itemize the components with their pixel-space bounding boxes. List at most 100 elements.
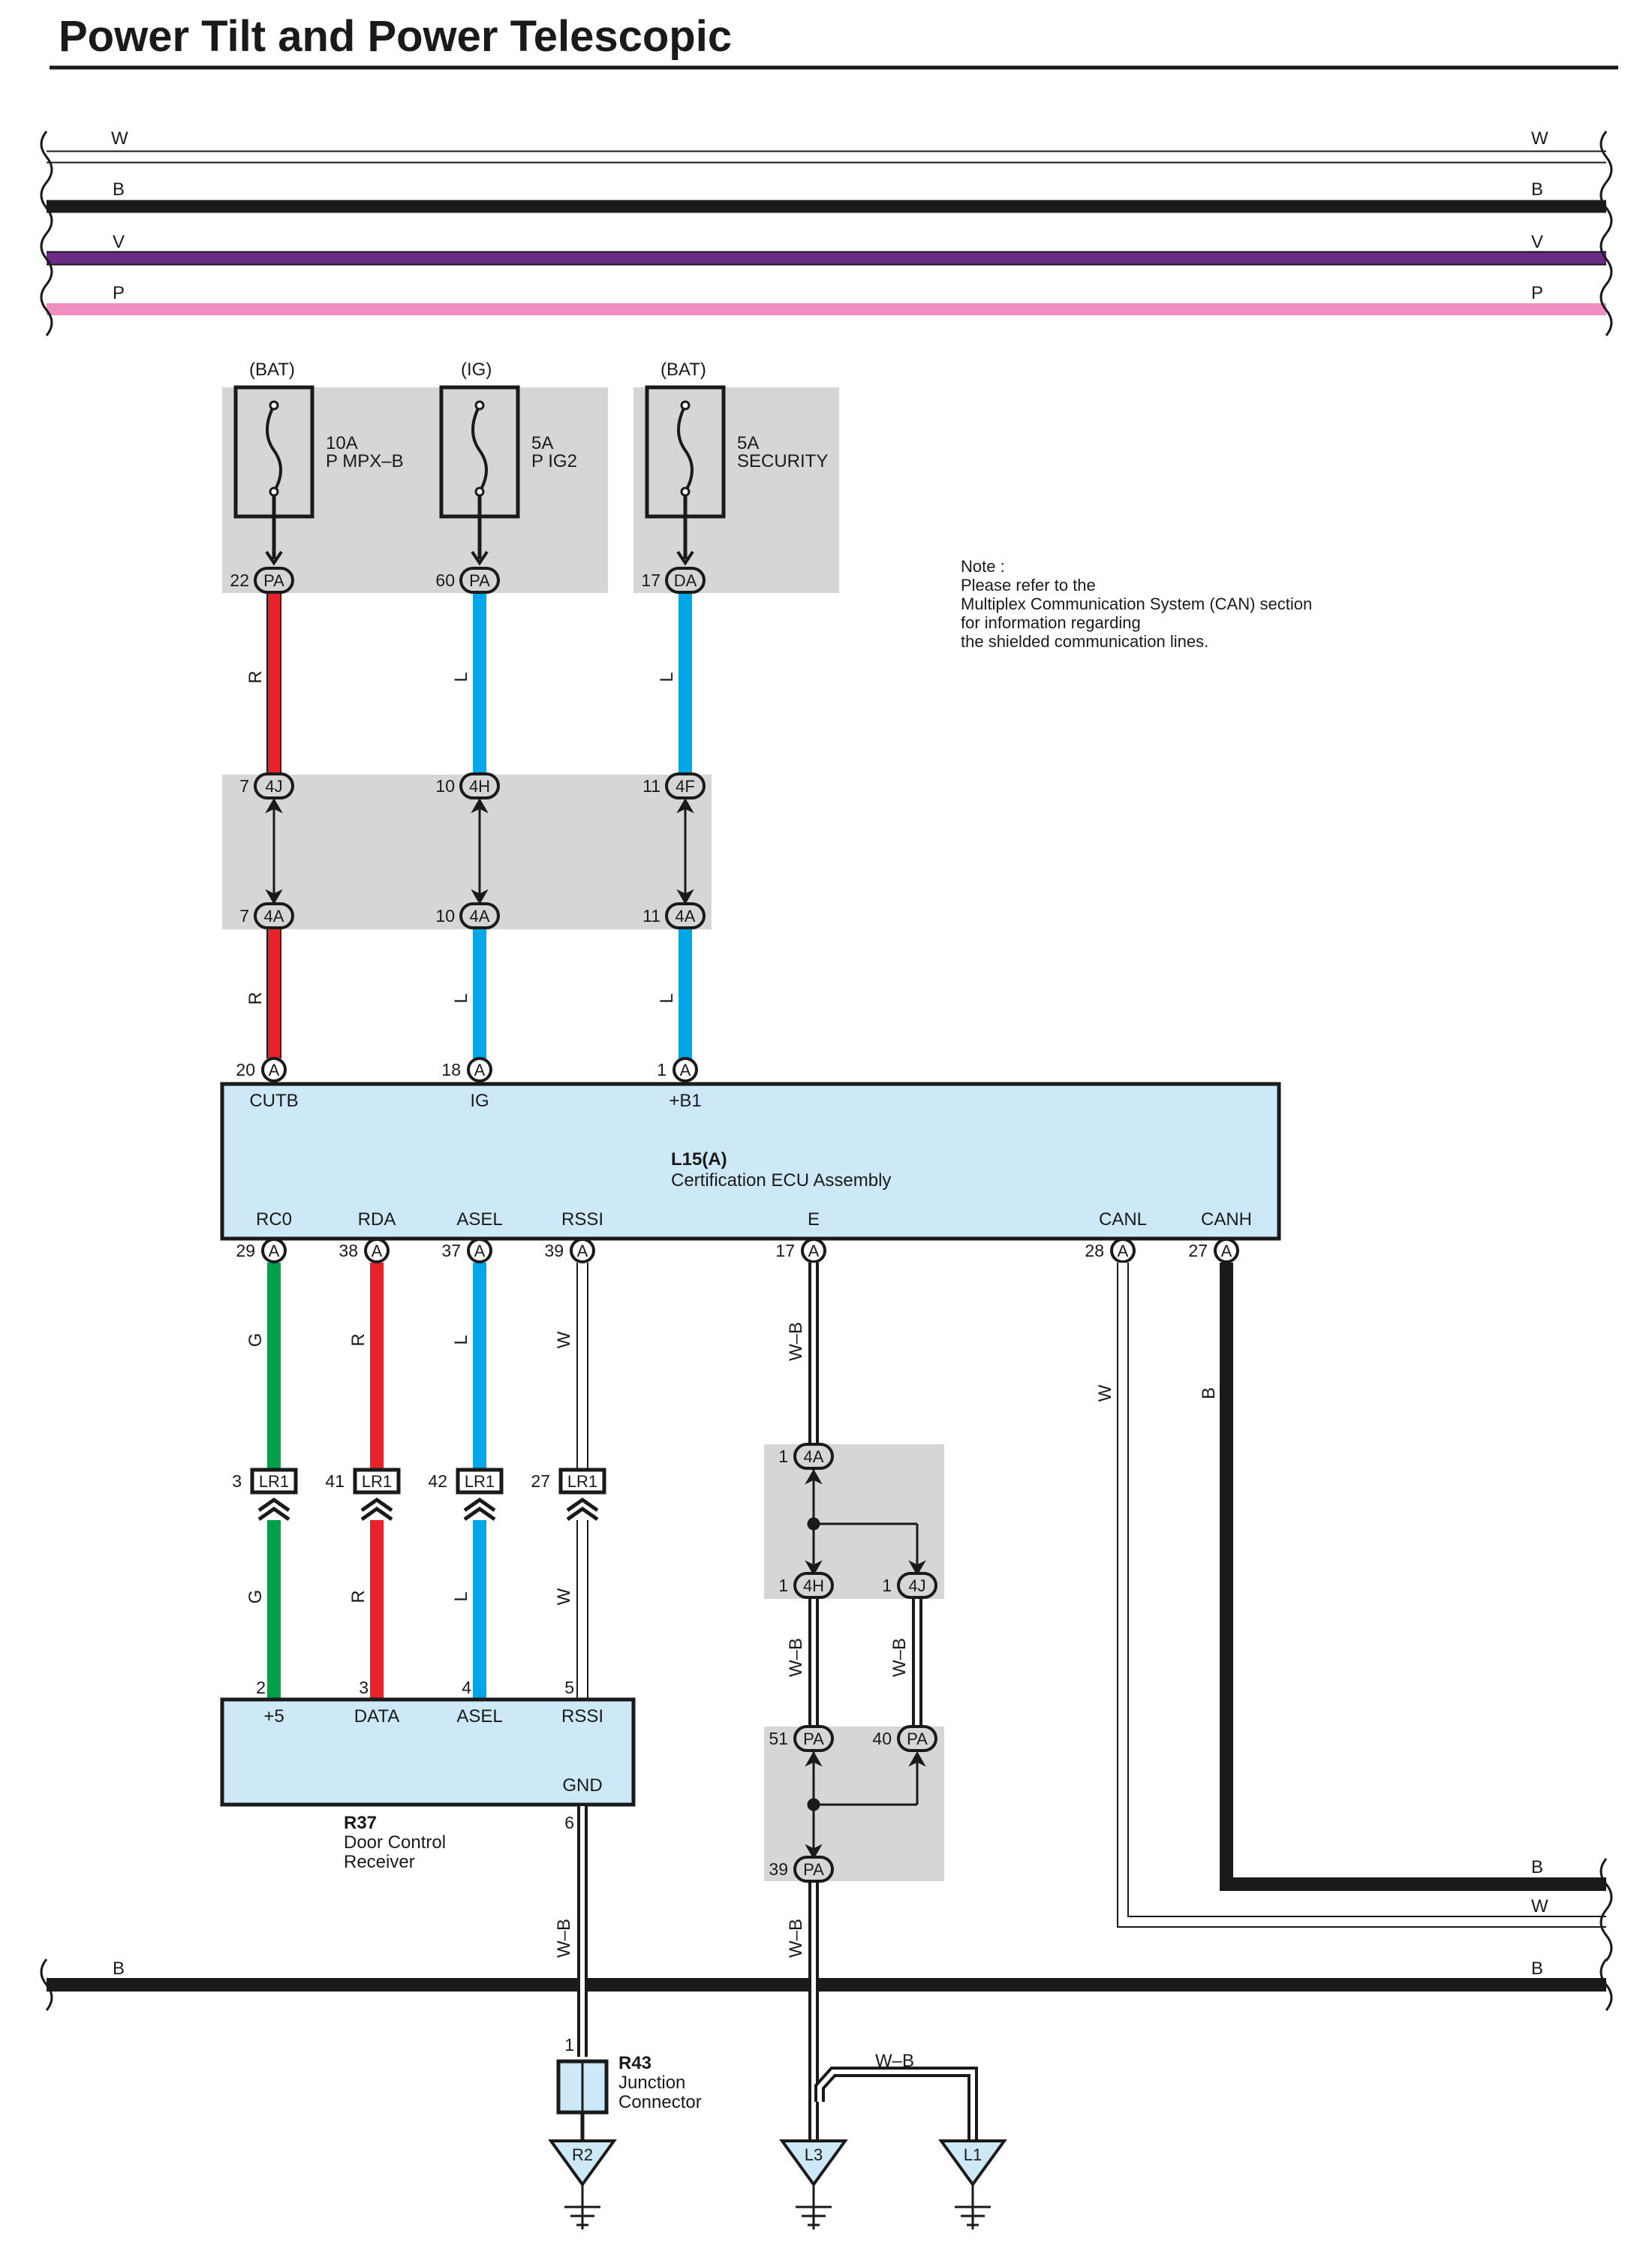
bus-w-label-right: W: [1531, 128, 1548, 149]
lr1-connectors: LR1 LR1 LR1 LR1 3 41 42 27: [232, 1468, 606, 1522]
pin-number: 29: [236, 1241, 255, 1260]
ecu-name: Certification ECU Assembly: [671, 1170, 891, 1191]
ecu-terminal-label: CANL: [1099, 1209, 1147, 1230]
wire-label: L: [657, 993, 677, 1003]
ecu-terminal-label: ASEL: [456, 1209, 502, 1230]
bus-w: W W: [47, 128, 1606, 164]
ecu-box: [220, 1082, 1281, 1241]
connector-code: A: [680, 1061, 691, 1079]
note-line: for information regarding: [961, 613, 1141, 632]
junction-connector-r43: 1 R43 Junction Connector: [556, 2035, 702, 2139]
pin-number: 4: [462, 1678, 471, 1697]
connector-code: A: [1118, 1242, 1129, 1260]
wire-label: W: [1095, 1384, 1115, 1401]
connector-code: 4H: [803, 1576, 824, 1595]
pin-number: 1: [657, 1060, 667, 1079]
pin-number: 37: [441, 1241, 461, 1260]
connector-code: A: [269, 1061, 280, 1079]
connector-code: 4A: [470, 907, 490, 926]
pin-number: 7: [239, 776, 249, 796]
pin-number: 5: [564, 1678, 574, 1697]
ecu-terminal-label: CUTB: [249, 1091, 298, 1111]
wire-label: W–B: [889, 1638, 910, 1677]
pin-number: 39: [544, 1241, 564, 1260]
pin-number: 2: [256, 1678, 266, 1697]
connector-code: DA: [674, 571, 697, 590]
bus-p-label-left: P: [113, 283, 125, 303]
ecu-id: L15(A): [671, 1149, 727, 1170]
note-text: Note : Please refer to the Multiplex Com…: [961, 557, 1312, 651]
pin-number: 42: [428, 1471, 447, 1491]
connector-fuse-outputs: PA PA DA 22 60 17: [230, 550, 706, 594]
wire-label: L: [451, 993, 471, 1003]
fuse-p-mpx-b: (BAT) 10A P MPX–B: [233, 360, 404, 559]
connector-code: 4J: [908, 1576, 925, 1595]
wire-label: W–B: [786, 1322, 806, 1361]
wire-canh: B: [1220, 1263, 1606, 1891]
ecu-terminal-label: +B1: [669, 1091, 701, 1111]
ground-label: L3: [805, 2145, 823, 2164]
receiver-terminal-label: +5: [263, 1706, 284, 1727]
wire-receiver-gnd: W–B: [554, 1806, 588, 2057]
connector-code: 4A: [264, 907, 284, 926]
connector-code: PA: [469, 571, 490, 590]
connector-code: A: [474, 1061, 486, 1079]
pin-number: 17: [641, 571, 660, 590]
pin-number: 11: [642, 776, 660, 796]
ecu-terminal-label: RSSI: [561, 1209, 603, 1230]
wire-label: R: [348, 1333, 369, 1346]
pin-number: 18: [441, 1060, 461, 1079]
pin-number: 40: [872, 1729, 892, 1748]
junction-connector-name: Junction: [618, 2073, 685, 2093]
wire-crossings: [577, 1967, 819, 2004]
wire-label: W–B: [554, 1919, 574, 1958]
pin-number: 51: [769, 1729, 788, 1748]
ecu-terminal-label: E: [808, 1209, 820, 1230]
wire-label: L: [657, 672, 677, 682]
bus-b-label-right: B: [1531, 179, 1543, 200]
junction-block-panel: [222, 775, 712, 929]
ecu-terminal-label: CANH: [1201, 1209, 1252, 1230]
connector-code: A: [1221, 1242, 1232, 1260]
fuse-security: (BAT) 5A SECURITY: [645, 360, 828, 559]
pin-number: 28: [1085, 1241, 1104, 1260]
fuse-source: (BAT): [660, 360, 706, 380]
page-title: Power Tilt and Power Telescopic: [59, 12, 732, 61]
connector-code: LR1: [567, 1472, 597, 1491]
wire-label: W: [1531, 1896, 1548, 1916]
pin-number: 10: [435, 776, 455, 796]
wire-labels-bottom: G R L W W–B W B G R L W: [245, 1322, 1219, 1605]
fuse-box-panel-1: [222, 387, 608, 593]
fuse-name: P IG2: [531, 451, 577, 471]
receiver-terminal-label: RSSI: [561, 1706, 603, 1727]
connector-code: PA: [263, 571, 284, 590]
bus-label: B: [1531, 1958, 1543, 1979]
receiver-id: R37: [344, 1813, 377, 1833]
pin-number: 1: [778, 1447, 788, 1466]
fuse-name: SECURITY: [737, 451, 828, 471]
connector-code: A: [577, 1242, 588, 1260]
wire-label: B: [1531, 1857, 1543, 1877]
ecu-terminal-label: IG: [470, 1091, 489, 1111]
receiver-box: [220, 1697, 636, 1807]
note-line: Please refer to the: [961, 576, 1096, 595]
receiver-name: Receiver: [344, 1852, 415, 1872]
connector-code: PA: [803, 1860, 824, 1879]
pin-number: 1: [778, 1576, 788, 1595]
fuse-rating: 5A: [531, 433, 553, 453]
wire-label: L: [451, 1335, 471, 1344]
ground-r2-icon: R2: [548, 2139, 617, 2229]
connector-code: A: [372, 1242, 383, 1260]
wire-label: L: [451, 1591, 471, 1601]
note-line: Multiplex Communication System (CAN) sec…: [961, 595, 1312, 613]
connector-code: PA: [803, 1730, 824, 1748]
connector-code: 4H: [469, 777, 490, 796]
pin-number: 20: [236, 1060, 255, 1079]
ground-l3-icon: L3: [779, 2139, 848, 2229]
bus-p: P P: [47, 283, 1606, 315]
bus-break-marks: [40, 131, 1613, 336]
wire-label: R: [245, 670, 266, 683]
fuse-p-ig2: (IG) 5A P IG2: [439, 360, 577, 559]
pin-number: 7: [239, 906, 249, 926]
bus-w-label-left: W: [111, 128, 128, 149]
